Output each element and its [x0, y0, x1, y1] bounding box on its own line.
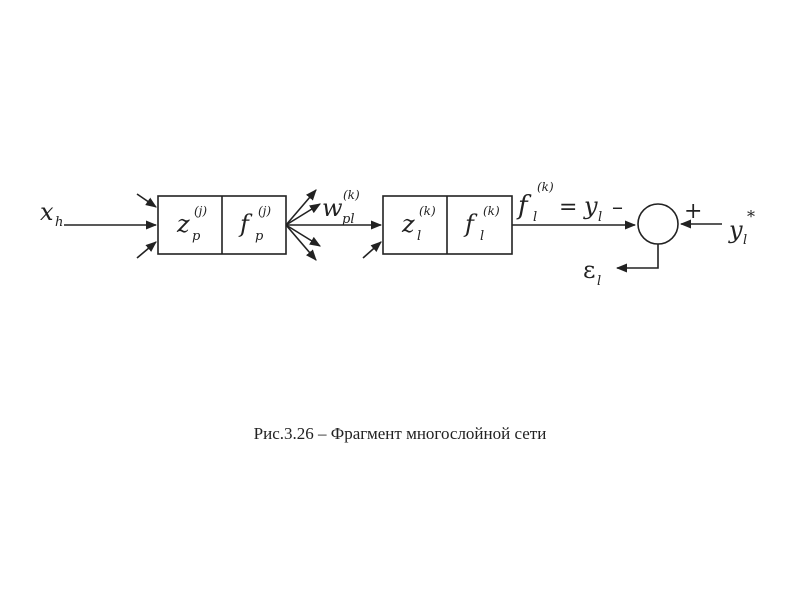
target-sub: l	[743, 233, 747, 248]
minus-sign: –	[612, 195, 623, 220]
input-sub: h	[55, 215, 63, 230]
input-label-xh: x h	[40, 198, 63, 230]
neuron-block-p: z p (j) f p (j)	[157, 195, 287, 255]
block2-z-base: z	[401, 210, 415, 238]
block1-z-sup: (j)	[194, 204, 207, 218]
block2-f-sup: (k)	[483, 204, 500, 218]
fanout-arrows	[285, 189, 321, 261]
output-f-sup: (k)	[537, 180, 554, 194]
block1-f-sub: p	[255, 229, 264, 244]
weight-sub: pl	[342, 212, 354, 227]
block1-z-base: z	[176, 210, 190, 238]
block2-z-sub: l	[417, 229, 421, 244]
weight-label: w pl (k)	[322, 188, 360, 227]
weight-base: w	[322, 194, 343, 222]
block2-f-sub: l	[480, 229, 484, 244]
block2-z-sup: (k)	[419, 204, 436, 218]
output-equation: f l (k) = y l –	[516, 180, 623, 225]
block2-z-label: z l (k)	[401, 204, 436, 244]
weight-sup: (k)	[343, 188, 360, 202]
block1-z-sub: p	[192, 229, 201, 244]
output-f-sub: l	[533, 210, 537, 225]
incoming-arrow-upper	[136, 193, 157, 208]
error-arrow	[615, 244, 659, 273]
input-base: x	[40, 198, 54, 226]
block1-z-label: z p (j)	[176, 204, 207, 244]
output-y-base: y	[583, 192, 598, 220]
error-base: ε	[583, 256, 595, 284]
output-y-sub: l	[598, 210, 602, 225]
target-label: y l *	[728, 207, 755, 248]
neuron-block-l: z l (k) f l (k)	[382, 195, 513, 255]
incoming-arrow-lower	[136, 241, 157, 259]
target-sup: *	[747, 207, 755, 226]
error-sub: l	[597, 274, 601, 289]
error-label: ε l	[583, 256, 601, 289]
figure-caption: Рис.3.26 – Фрагмент многослойной сети	[253, 424, 547, 443]
output-equals: =	[559, 195, 577, 220]
block1-f-sup: (j)	[258, 204, 271, 218]
plus-sign: +	[684, 199, 702, 224]
summing-node	[637, 203, 679, 245]
target-base: y	[728, 216, 743, 244]
block2-incoming-arrow	[362, 241, 382, 259]
output-f-base: f	[516, 191, 532, 221]
